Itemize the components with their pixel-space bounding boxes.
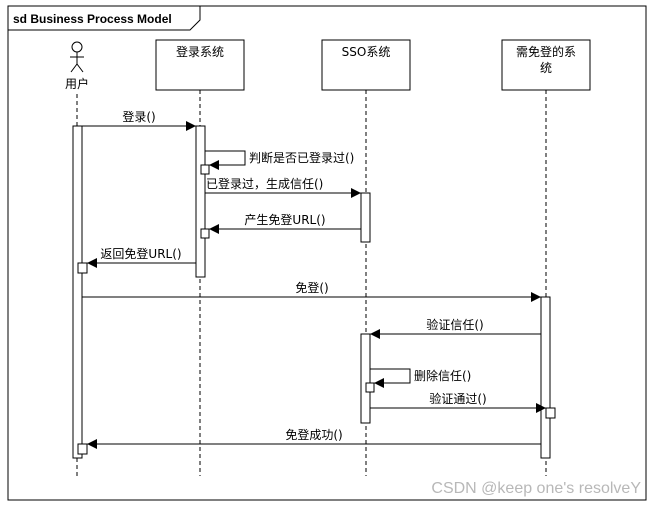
activation-self-call-login: [200, 164, 210, 175]
message-m9-label: 验证通过(): [429, 391, 486, 406]
participant-label-line2: 统: [540, 61, 552, 75]
actor-head: [71, 41, 83, 53]
participant-sso-system: SSO系统: [321, 39, 411, 91]
participant-label: 登录系统: [176, 44, 224, 59]
activation-sso-1: [360, 192, 371, 243]
actor-label: 用户: [65, 76, 89, 91]
message-m10-label: 免登成功(): [285, 427, 342, 442]
activation-return-login: [200, 228, 210, 239]
message-m4-label: 产生免登URL(): [244, 212, 325, 227]
diagram-frame: [7, 5, 647, 501]
activation-return-target: [545, 407, 556, 419]
message-m8-label: 删除信任(): [414, 368, 471, 383]
participant-box: [321, 39, 411, 91]
participant-target-system: 需免登的系 统: [501, 39, 591, 91]
message-m5-label: 返回免登URL(): [100, 246, 181, 261]
activation-self-call-sso: [365, 382, 375, 393]
activation-login-system: [195, 125, 206, 278]
message-m2-label: 判断是否已登录过(): [249, 150, 354, 165]
actor-right-leg: [76, 63, 84, 73]
activation-sso-2: [360, 333, 371, 424]
message-m6-label: 免登(): [295, 280, 328, 295]
activation-return-user-2: [77, 443, 88, 455]
message-m1-label: 登录(): [122, 109, 155, 124]
message-m8-arrow: [370, 368, 411, 388]
message-m3-label: 已登录过，生成信任(): [206, 176, 323, 191]
frame-title-tab: [7, 5, 201, 31]
participant-label-line1: 需免登的系: [516, 44, 576, 59]
participant-box: [501, 39, 591, 91]
activation-user: [72, 125, 83, 459]
message-m7-label: 验证信任(): [426, 317, 483, 332]
participant-label: SSO系统: [342, 45, 391, 59]
message-m2-arrow: [205, 150, 246, 170]
actor-left-leg: [70, 63, 78, 73]
activation-return-user-1: [77, 262, 88, 274]
frame-title: sd Business Process Model: [13, 12, 172, 26]
participant-login-system: 登录系统: [155, 39, 245, 91]
activation-target-system: [540, 296, 551, 459]
actor-user: 用户: [65, 41, 89, 91]
watermark-text: CSDN @keep one's resolveY: [431, 480, 641, 497]
